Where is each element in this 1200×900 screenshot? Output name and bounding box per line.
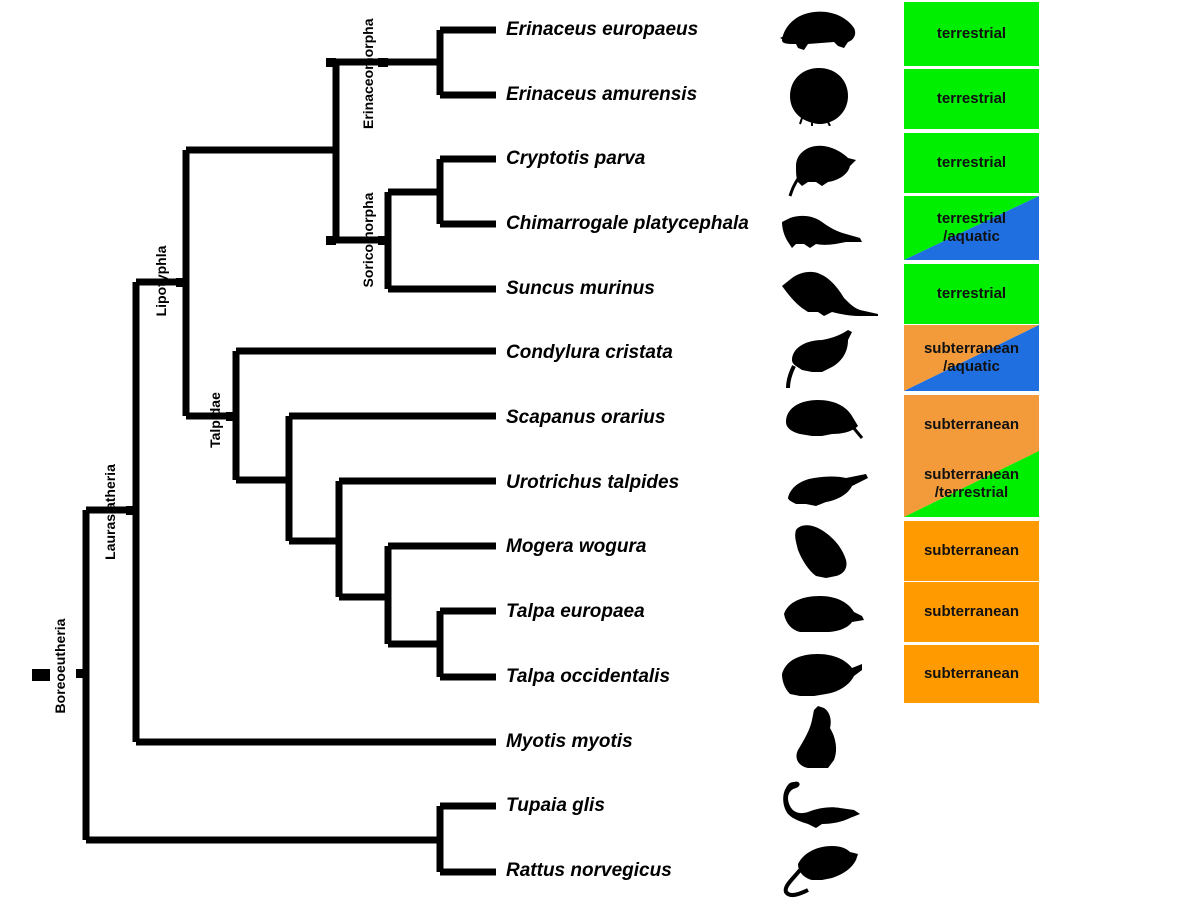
- habitat-label: terrestrial /aquatic: [936, 210, 1007, 245]
- hedgehog-curled-icon: [790, 68, 848, 126]
- habitat-box-mogera-wogura: subterranean: [904, 521, 1039, 581]
- rat-icon: [783, 846, 858, 898]
- habitat-box-erinaceus-amurensis: terrestrial: [904, 69, 1039, 129]
- habitat-label: subterranean: [923, 416, 1020, 433]
- clade-label-talpidae: Talpidae: [207, 392, 223, 448]
- habitat-label: terrestrial: [936, 285, 1007, 302]
- species-label-mogera-wogura: Mogera wogura: [506, 536, 647, 557]
- habitat-label: terrestrial: [936, 154, 1007, 171]
- habitat-box-chimarrogale-platycephala: terrestrial /aquatic: [904, 196, 1039, 260]
- water-shrew-icon: [782, 215, 862, 248]
- node-marker-laurasiatheria: [126, 506, 136, 515]
- species-label-erinaceus-europaeus: Erinaceus europaeus: [506, 19, 699, 40]
- habitat-label: subterranean /aquatic: [923, 340, 1020, 375]
- species-label-myotis-myotis: Myotis myotis: [506, 731, 633, 752]
- species-label-erinaceus-amurensis: Erinaceus amurensis: [506, 84, 698, 105]
- species-label-chimarrogale-platycephala: Chimarrogale platycephala: [506, 213, 749, 234]
- species-label-talpa-europaea: Talpa europaea: [506, 601, 645, 622]
- species-label-rattus-norvegicus: Rattus norvegicus: [506, 860, 672, 881]
- habitat-label: subterranean: [923, 603, 1020, 620]
- clade-label-boreoeutheria: Boreoeutheria: [52, 618, 68, 714]
- star-nosed-mole-icon: [786, 330, 852, 389]
- iberian-mole-icon: [782, 654, 862, 696]
- habitat-box-erinaceus-europaeus: terrestrial: [904, 2, 1039, 66]
- shrew-mole-icon: [788, 474, 868, 506]
- habitat-box-suncus-murinus: terrestrial: [904, 264, 1039, 324]
- habitat-label: terrestrial: [936, 25, 1007, 42]
- hedgehog-icon: [780, 11, 856, 51]
- node-marker-soricomorpha-left: [326, 236, 336, 245]
- node-marker-boreoeutheria: [76, 669, 86, 678]
- habitat-box-urotrichus-talopides: subterranean /terrestrial: [904, 451, 1039, 517]
- node-marker-erinaceomorpha: [378, 58, 388, 67]
- clade-label-laurasiatheria: Laurasiatheria: [102, 464, 118, 560]
- european-mole-icon: [784, 596, 864, 632]
- habitat-box-condylura-cristata: subterranean /aquatic: [904, 325, 1039, 391]
- japanese-mole-icon: [795, 525, 847, 578]
- species-label-talpa-occidentalis: Talpa occidentalis: [506, 666, 671, 687]
- bat-icon: [796, 706, 837, 768]
- habitat-label: subterranean: [923, 665, 1020, 682]
- habitat-box-talpa-occidentalis: subterranean: [904, 645, 1039, 703]
- species-label-urotrichus-talopides: Urotrichus talpides: [506, 472, 680, 493]
- root-marker: [32, 669, 50, 681]
- coast-mole-icon: [786, 400, 864, 439]
- species-label-suncus-murinus: Suncus murinus: [506, 278, 655, 299]
- species-label-tupaia-glis: Tupaia glis: [506, 795, 605, 816]
- habitat-label: terrestrial: [936, 90, 1007, 107]
- node-marker-erinaceomorpha-left: [326, 58, 336, 67]
- habitat-box-cryptotis-parva: terrestrial: [904, 133, 1039, 193]
- clade-label-lipotyphla: Lipotyphla: [153, 245, 169, 317]
- shrew-icon: [788, 145, 856, 197]
- clade-label-erinaceomorpha: Erinaceomorpha: [360, 18, 376, 129]
- musk-shrew-icon: [782, 271, 878, 316]
- habitat-box-scapanus-orarius: subterranean: [904, 395, 1039, 455]
- species-label-scapanus-orarius: Scapanus orarius: [506, 407, 666, 428]
- node-marker-talpidae: [226, 412, 236, 421]
- habitat-label: subterranean /terrestrial: [923, 466, 1020, 501]
- habitat-label: subterranean: [923, 542, 1020, 559]
- node-marker-lipotyphla: [176, 278, 186, 287]
- node-marker-soricomorpha: [378, 236, 388, 245]
- clade-label-soricomorpha: Soricomorpha: [360, 192, 376, 288]
- habitat-box-talpa-europaea: subterranean: [904, 582, 1039, 642]
- treeshrew-icon: [783, 781, 860, 828]
- species-label-cryptotis-parva: Cryptotis parva: [506, 148, 646, 169]
- species-label-condylura-cristata: Condylura cristata: [506, 342, 673, 363]
